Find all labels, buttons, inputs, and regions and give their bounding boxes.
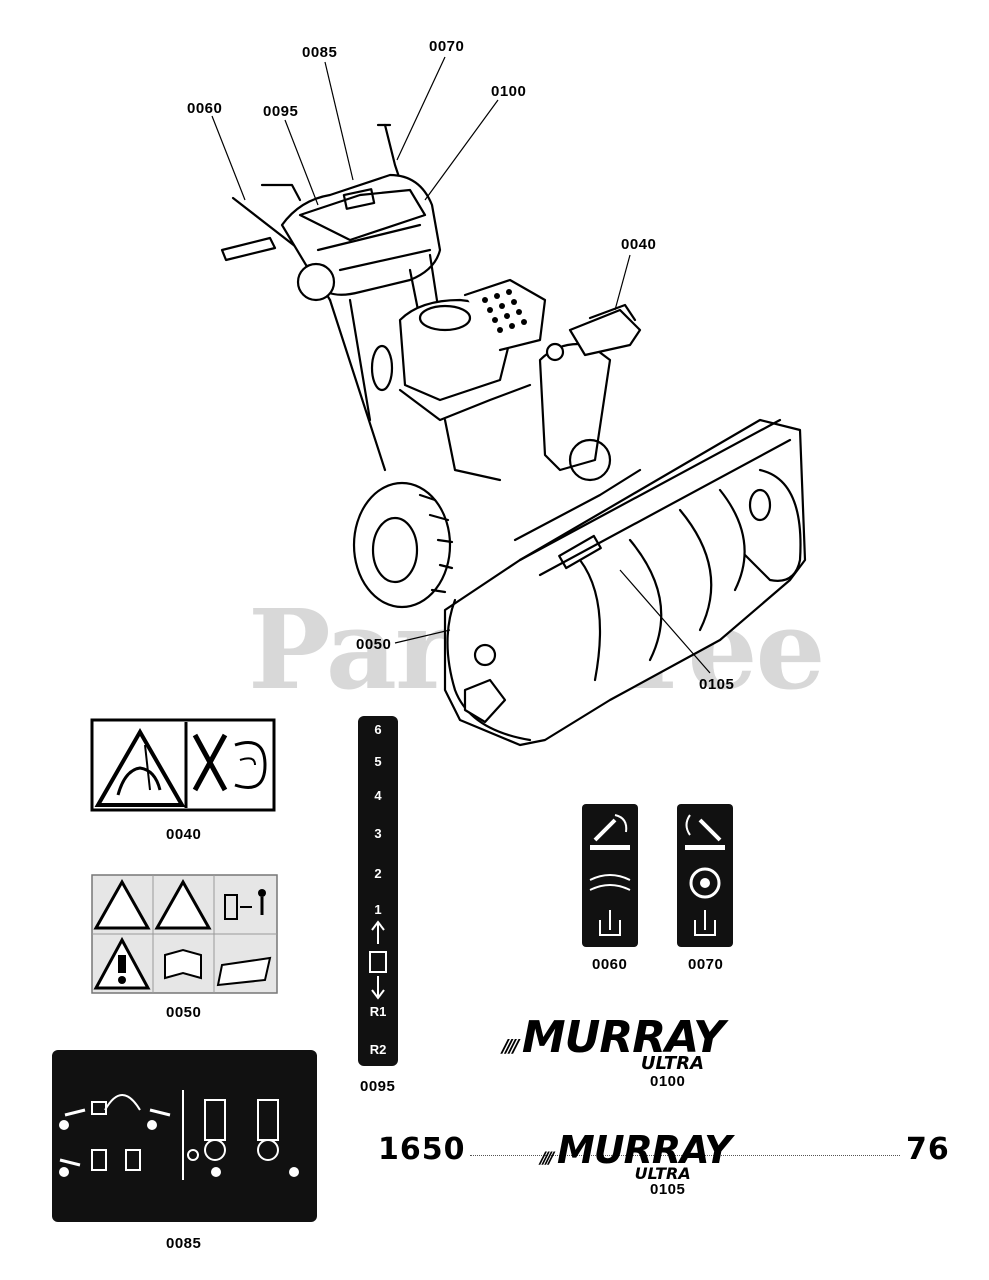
decal-dotted-line xyxy=(470,1155,900,1156)
sub-brand-text: ULTRA xyxy=(634,1164,691,1183)
decal-label-0095: 0095 xyxy=(360,1078,396,1095)
callout-0085: 0085 xyxy=(302,44,338,61)
gear-r2: R2 xyxy=(369,1042,387,1057)
decal-label-0105: 0105 xyxy=(650,1181,686,1198)
gear-1: 1 xyxy=(374,902,382,917)
callout-0060: 0060 xyxy=(187,100,223,117)
callout-0070: 0070 xyxy=(429,38,465,55)
gear-4: 4 xyxy=(374,788,382,803)
decal-label-0070: 0070 xyxy=(688,956,724,973)
decal-0060-graphic xyxy=(582,804,638,947)
decal-label-0100: 0100 xyxy=(650,1073,686,1090)
warning-triangle-icon xyxy=(93,936,151,990)
decal-label-0040: 0040 xyxy=(166,826,202,843)
murray-logo-0105: //// MURRAY ULTRA xyxy=(540,1128,732,1183)
gear-6: 6 xyxy=(374,722,382,737)
decal-0085-graphic xyxy=(52,1050,317,1222)
gear-2: 2 xyxy=(374,866,382,881)
decal-label-0085: 0085 xyxy=(166,1235,202,1252)
callout-0105: 0105 xyxy=(699,676,735,693)
callout-0095: 0095 xyxy=(263,103,299,120)
warning-triangle-icon xyxy=(154,878,212,930)
gear-r1: R1 xyxy=(369,1004,387,1019)
snowblower-illustration xyxy=(211,56,807,747)
callout-0050: 0050 xyxy=(356,636,392,653)
decal-0070-graphic xyxy=(677,804,733,947)
gear-arrows-icon xyxy=(369,920,387,1000)
callout-0040: 0040 xyxy=(621,236,657,253)
warning-triangle-icon xyxy=(93,878,151,930)
decal-0050-graphic xyxy=(91,874,278,994)
decal-label-0050: 0050 xyxy=(166,1004,202,1021)
decal-label-0060: 0060 xyxy=(592,956,628,973)
callout-0100: 0100 xyxy=(491,83,527,100)
brand-text: MURRAY xyxy=(556,1128,732,1172)
murray-logo-0100: //// MURRAY ULTRA xyxy=(502,1012,725,1074)
model-number-left: 1650 xyxy=(378,1132,466,1167)
gear-5: 5 xyxy=(374,754,382,769)
gear-3: 3 xyxy=(374,826,382,841)
brand-text: MURRAY xyxy=(521,1012,725,1063)
gear-shift-decal: 6 5 4 3 2 1 R1 R2 xyxy=(358,716,398,1066)
sub-brand-text: ULTRA xyxy=(640,1053,705,1074)
model-number-right: 76 xyxy=(906,1132,950,1167)
